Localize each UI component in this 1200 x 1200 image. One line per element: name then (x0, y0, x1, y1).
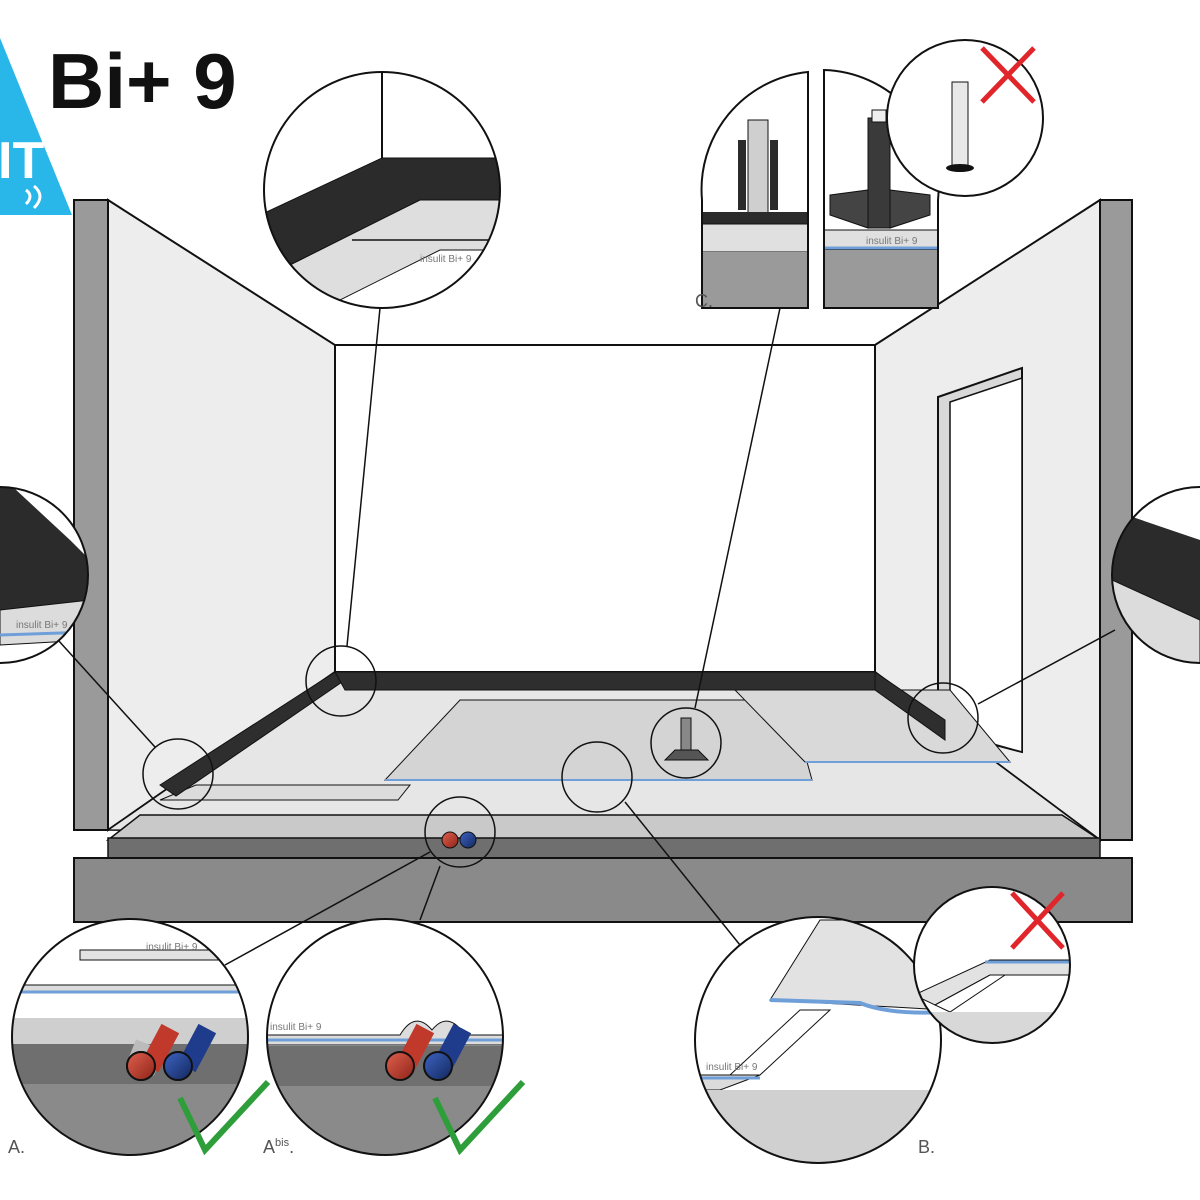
product-name: Bi+ 9 (48, 37, 237, 125)
concrete-base (73, 857, 1133, 923)
callout-circle-board-joint (561, 741, 633, 813)
cross-icon (980, 46, 1036, 104)
cross-icon (1010, 891, 1065, 950)
detail-c-pipe-penetration: insulit Bi+ 9 C. (695, 39, 1044, 311)
callout-circle-penetration (650, 707, 722, 779)
detail-a-pipes-under-board: insulit Bi+ 9 A. (8, 918, 271, 1157)
detail-a-bis-pipes-with-membrane: insulit Bi+ 9 Abis. (263, 918, 526, 1157)
screed-slab (107, 837, 1101, 859)
film-label-a: insulit Bi+ 9 (146, 942, 198, 953)
film-label-left: insulit Bi+ 9 (16, 620, 68, 631)
film-label-c: insulit Bi+ 9 (866, 236, 918, 247)
floor-board-1 (159, 784, 412, 801)
detail-label-a-bis: Abis. (263, 1137, 294, 1157)
screed-top (105, 814, 1103, 841)
check-icon (177, 1079, 271, 1156)
brand-logo: IT Bi+ 9 (0, 37, 237, 215)
film-label-top: insulit Bi+ 9 (420, 254, 472, 265)
right-wall-edge (1099, 199, 1133, 841)
detail-b-board-joint: insulit Bi+ 9 B. (694, 886, 1071, 1164)
sound-wave-icon (24, 184, 42, 210)
left-wall-edge (73, 199, 109, 831)
leader-lines (57, 307, 1116, 966)
callout-circle-pipes (424, 796, 496, 868)
door-opening (949, 376, 1023, 753)
detail-label-c: C. (695, 291, 713, 311)
skirting-tape-back (334, 671, 876, 691)
room (73, 198, 1133, 923)
detail-label-b: B. (918, 1137, 935, 1157)
detail-top-corner: insulit Bi+ 9 (263, 71, 501, 309)
logo-text: IT (0, 132, 44, 190)
detail-label-a: A. (8, 1137, 25, 1157)
film-label-a-bis: insulit Bi+ 9 (270, 1022, 322, 1033)
detail-right-corner (1111, 486, 1200, 664)
callout-circle-right-corner (907, 682, 979, 754)
logo-triangle (0, 38, 72, 215)
callout-circle-top-corner (305, 645, 377, 717)
check-icon (432, 1079, 526, 1156)
back-wall (334, 344, 876, 673)
floor-board-2 (383, 699, 813, 781)
callout-circle-left-corner (142, 738, 214, 810)
film-label-b: insulit Bi+ 9 (706, 1062, 758, 1073)
